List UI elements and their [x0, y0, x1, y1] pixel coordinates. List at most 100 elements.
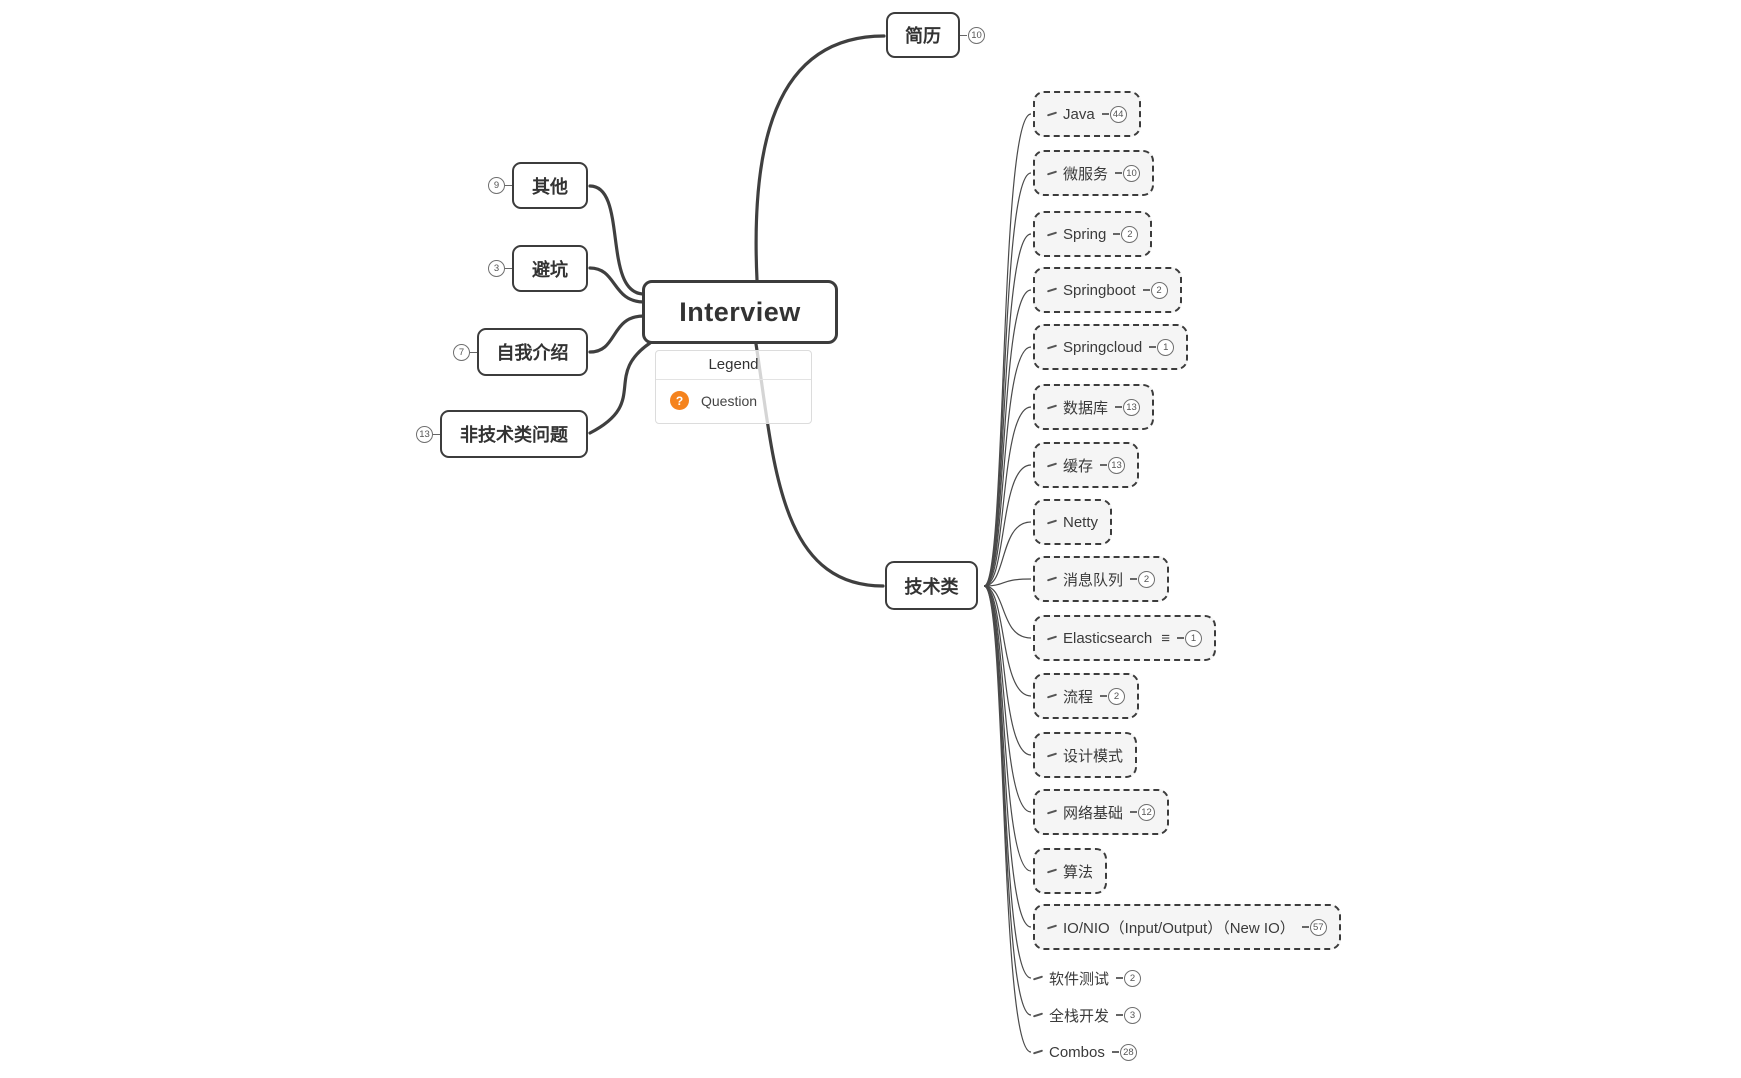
badge-io-nio[interactable]: 57	[1301, 918, 1327, 936]
topic-label: 微服务	[1063, 165, 1109, 183]
badge-springcloud[interactable]: 1	[1149, 338, 1175, 356]
topic-label: Java	[1063, 105, 1095, 123]
topic-label: Springcloud	[1063, 338, 1143, 356]
topic-label: 缓存	[1063, 457, 1094, 475]
child-line-process	[983, 585, 1032, 697]
topic-label: 自我介绍	[496, 343, 569, 363]
branch-line-selfintro	[588, 314, 646, 354]
badge-non-technical-questions[interactable]: 13	[416, 426, 440, 443]
topic-label: 非技术类问题	[460, 425, 568, 445]
topic-springcloud[interactable]: Springcloud 1	[1033, 324, 1189, 370]
topic-microservices[interactable]: 微服务 10	[1033, 150, 1155, 196]
topic-self-introduction[interactable]: 自我介绍	[477, 328, 588, 376]
topic-label: Spring	[1063, 225, 1107, 243]
badge-software-testing[interactable]: 2	[1116, 969, 1142, 987]
badge-combos[interactable]: 28	[1111, 1043, 1137, 1061]
topic-design-patterns[interactable]: 设计模式	[1033, 732, 1138, 778]
badge-other[interactable]: 9	[488, 177, 512, 194]
topic-java[interactable]: Java 44	[1033, 91, 1141, 137]
branch-hook	[1046, 231, 1058, 237]
badge-count: 2	[1121, 225, 1139, 243]
branch-hook	[1046, 924, 1058, 930]
central-topic-interview[interactable]: Interview	[642, 280, 838, 344]
badge-count: 57	[1309, 918, 1327, 936]
badge-connector	[1130, 811, 1138, 813]
child-line-combos	[983, 585, 1032, 1053]
badge-elasticsearch[interactable]: 1	[1176, 629, 1202, 647]
badge-connector	[1301, 926, 1309, 928]
badge-count: 2	[1138, 570, 1156, 588]
topic-non-technical-questions[interactable]: 非技术类问题	[440, 410, 588, 458]
badge-count: 3	[1124, 1006, 1142, 1024]
branch-line-nontech	[588, 341, 652, 435]
topic-cache[interactable]: 缓存 13	[1033, 442, 1140, 488]
badge-self-introduction[interactable]: 7	[453, 344, 477, 361]
topic-io-nio[interactable]: IO/NIO（Input/Output）（New IO）57	[1033, 904, 1341, 950]
topic-spring[interactable]: Spring 2	[1033, 211, 1153, 257]
branch-hook	[1046, 576, 1058, 582]
branch-line-other	[588, 184, 646, 296]
badge-microservices[interactable]: 10	[1115, 164, 1141, 182]
badge-spring[interactable]: 2	[1113, 225, 1139, 243]
topic-other[interactable]: 其他	[512, 162, 588, 209]
topic-label: Elasticsearch	[1063, 629, 1153, 647]
branch-hook	[1046, 809, 1058, 815]
legend-panel: Legend ? Question	[655, 350, 812, 424]
badge-count: 2	[1124, 969, 1142, 987]
badge-resume[interactable]: 10	[960, 27, 985, 44]
badge-connector	[1130, 578, 1138, 580]
badge-message-queue[interactable]: 2	[1130, 570, 1156, 588]
branch-hook	[1046, 635, 1058, 641]
badge-count: 9	[488, 177, 505, 194]
badge-count: 13	[416, 426, 433, 443]
legend-item-label: Question	[701, 392, 758, 409]
child-line-cache	[983, 464, 1032, 587]
badge-cache[interactable]: 13	[1100, 456, 1126, 474]
topic-network-basics[interactable]: 网络基础 12	[1033, 789, 1170, 835]
branch-hook	[1046, 170, 1058, 176]
topic-label: 简历	[905, 26, 941, 46]
branch-hook	[1046, 344, 1058, 350]
badge-count: 12	[1138, 803, 1156, 821]
topic-pitfalls[interactable]: 避坑	[512, 245, 588, 292]
topic-netty[interactable]: Netty	[1033, 499, 1113, 545]
branch-hook	[1032, 1049, 1044, 1055]
child-line-springboot	[983, 289, 1032, 587]
topic-technical[interactable]: 技术类	[885, 561, 978, 610]
badge-connector	[1100, 695, 1108, 697]
badge-count: 2	[1150, 281, 1168, 299]
badge-count: 7	[453, 344, 470, 361]
badge-process[interactable]: 2	[1100, 687, 1126, 705]
badge-network-basics[interactable]: 12	[1130, 803, 1156, 821]
badge-springboot[interactable]: 2	[1142, 281, 1168, 299]
topic-resume[interactable]: 简历	[886, 12, 960, 58]
badge-count: 13	[1108, 456, 1126, 474]
topic-label: 网络基础	[1063, 804, 1124, 822]
child-line-elasticsearch	[983, 585, 1032, 639]
badge-connector	[1142, 289, 1150, 291]
badge-count: 10	[1123, 164, 1141, 182]
topic-label: 其他	[532, 176, 568, 197]
branch-hook	[1046, 868, 1058, 874]
notes-icon[interactable]: ≡	[1161, 629, 1170, 647]
badge-fullstack-dev[interactable]: 3	[1116, 1006, 1142, 1024]
badge-connector	[1176, 637, 1184, 639]
child-line-message-queue	[983, 578, 1032, 587]
topic-label: Netty	[1063, 513, 1099, 531]
topic-algorithms[interactable]: 算法	[1033, 848, 1108, 894]
topic-label: 避坑	[532, 259, 568, 280]
badge-pitfalls[interactable]: 3	[488, 260, 512, 277]
badge-connector	[505, 267, 512, 270]
badge-java[interactable]: 44	[1101, 105, 1127, 123]
badge-database[interactable]: 13	[1115, 398, 1141, 416]
badge-connector	[1111, 1051, 1119, 1053]
topic-elasticsearch[interactable]: Elasticsearch ≡ 1	[1033, 615, 1216, 661]
